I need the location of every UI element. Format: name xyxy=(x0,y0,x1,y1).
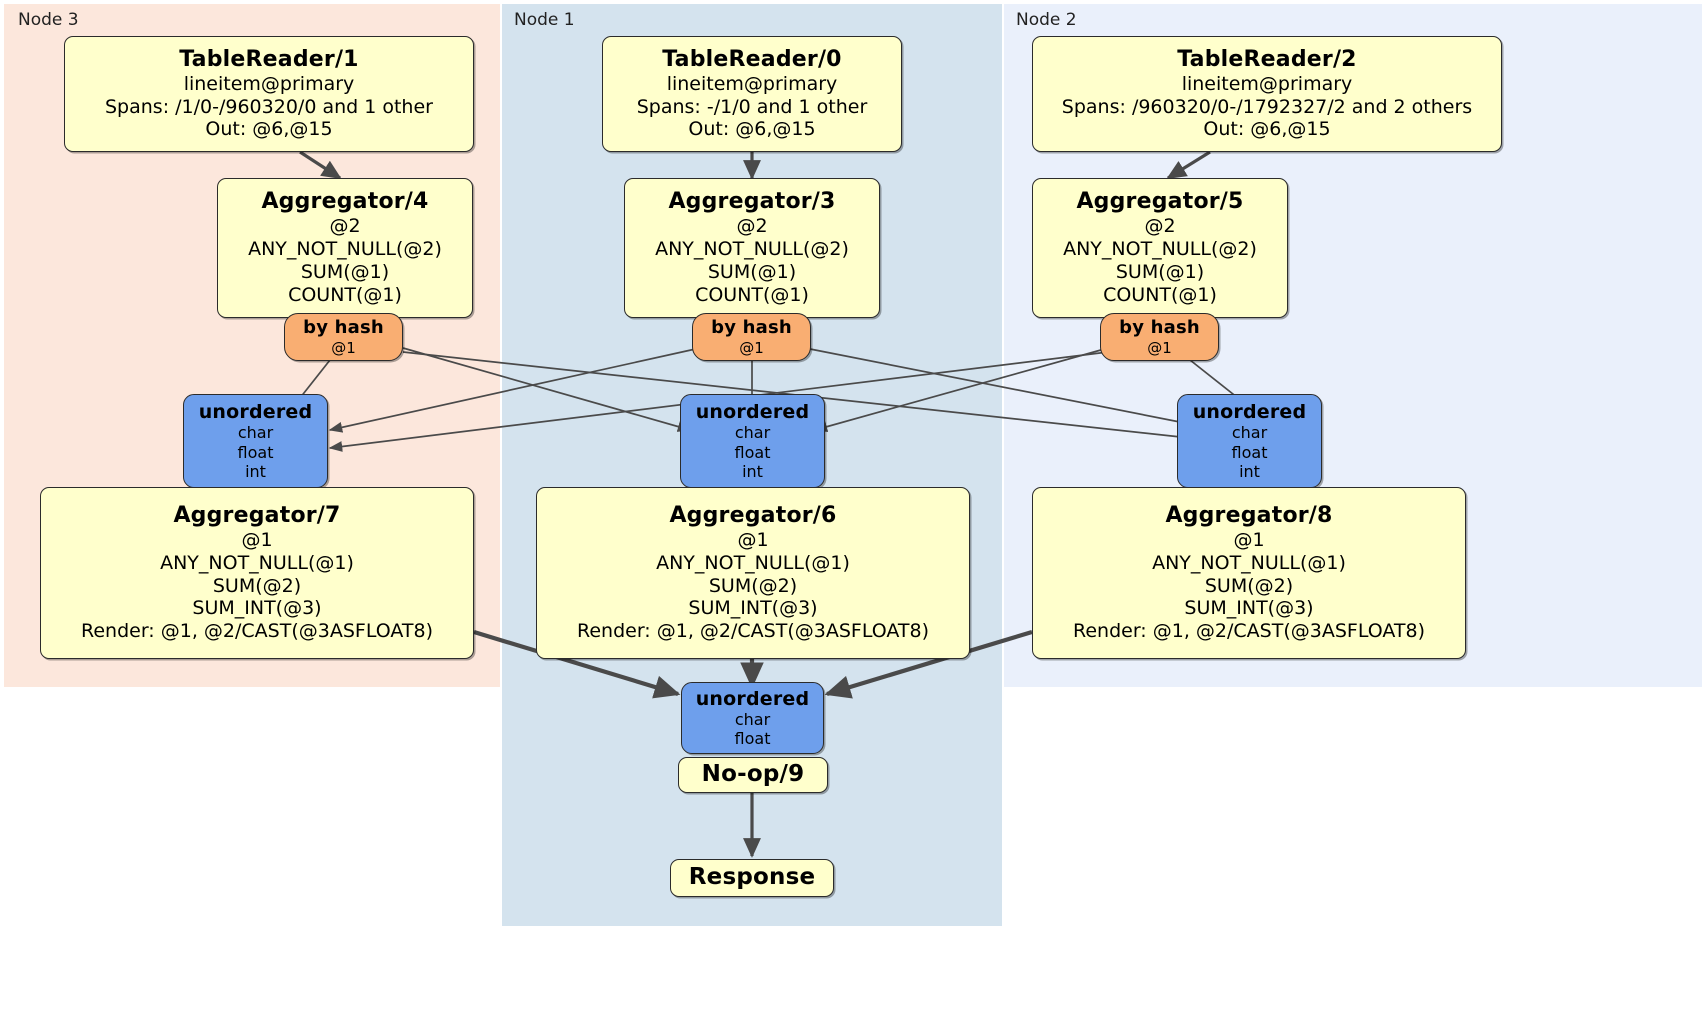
processor-line: SUM_INT(@3) xyxy=(192,597,322,620)
processor-line: @1 xyxy=(1233,528,1265,551)
node-group-label-node2: Node 2 xyxy=(1016,10,1077,30)
router-line: @1 xyxy=(739,338,764,357)
processor-aggregator-8[interactable]: Aggregator/8 @1 ANY_NOT_NULL(@1) SUM(@2)… xyxy=(1032,487,1466,659)
processor-title: Aggregator/3 xyxy=(668,189,836,215)
processor-table-reader-2[interactable]: TableReader/2 lineitem@primary Spans: /9… xyxy=(1032,36,1502,152)
processor-line: SUM(@1) xyxy=(707,260,797,283)
router-title: unordered xyxy=(695,687,810,710)
processor-line: COUNT(@1) xyxy=(695,283,809,306)
processor-line: @2 xyxy=(736,215,768,238)
processor-render-line: Render: @1, @2/CAST(@3ASFLOAT8) xyxy=(81,620,433,643)
processor-title: Aggregator/5 xyxy=(1076,189,1244,215)
router-title: unordered xyxy=(695,401,810,424)
processor-line: lineitem@primary xyxy=(183,72,355,95)
router-by-hash-left[interactable]: by hash @1 xyxy=(284,313,403,361)
processor-line: Spans: /960320/0-/1792327/2 and 2 others xyxy=(1061,95,1473,118)
processor-line: COUNT(@1) xyxy=(288,283,402,306)
router-line: @1 xyxy=(331,338,356,357)
router-line: char xyxy=(734,423,771,443)
processor-line: SUM_INT(@3) xyxy=(1184,597,1314,620)
router-by-hash-center[interactable]: by hash @1 xyxy=(692,313,811,361)
router-title: by hash xyxy=(711,317,792,339)
processor-title: Aggregator/4 xyxy=(261,189,429,215)
processor-title: No-op/9 xyxy=(701,761,805,788)
router-title: unordered xyxy=(198,401,313,424)
processor-title: TableReader/0 xyxy=(662,46,842,72)
router-by-hash-right[interactable]: by hash @1 xyxy=(1100,313,1219,361)
processor-line: Spans: -/1/0 and 1 other xyxy=(636,95,868,118)
processor-line: Out: @6,@15 xyxy=(688,118,816,141)
processor-title: Aggregator/6 xyxy=(669,503,837,529)
processor-title: Aggregator/7 xyxy=(173,503,341,529)
processor-line: SUM(@2) xyxy=(212,574,302,597)
router-unordered-center[interactable]: unordered char float int xyxy=(680,394,825,488)
processor-line: SUM(@1) xyxy=(1115,260,1205,283)
router-line: float xyxy=(1231,442,1268,462)
processor-line: COUNT(@1) xyxy=(1103,283,1217,306)
router-unordered-right[interactable]: unordered char float int xyxy=(1177,394,1322,488)
processor-line: @2 xyxy=(1144,215,1176,238)
router-line: float xyxy=(237,442,274,462)
router-line: int xyxy=(742,461,763,481)
router-line: int xyxy=(245,461,266,481)
processor-title: Response xyxy=(688,864,816,891)
processor-aggregator-6[interactable]: Aggregator/6 @1 ANY_NOT_NULL(@1) SUM(@2)… xyxy=(536,487,970,659)
processor-line: lineitem@primary xyxy=(666,72,838,95)
processor-table-reader-1[interactable]: TableReader/1 lineitem@primary Spans: /1… xyxy=(64,36,474,152)
processor-title: TableReader/1 xyxy=(179,46,359,72)
processor-line: @1 xyxy=(737,528,769,551)
processor-render-line: Render: @1, @2/CAST(@3ASFLOAT8) xyxy=(577,620,929,643)
processor-line: ANY_NOT_NULL(@2) xyxy=(248,238,442,261)
router-line: @1 xyxy=(1147,338,1172,357)
processor-render-line: Render: @1, @2/CAST(@3ASFLOAT8) xyxy=(1073,620,1425,643)
processor-line: ANY_NOT_NULL(@1) xyxy=(656,551,850,574)
router-unordered-left[interactable]: unordered char float int xyxy=(183,394,328,488)
processor-line: SUM(@2) xyxy=(708,574,798,597)
router-line: char xyxy=(237,423,274,443)
router-line: float xyxy=(734,729,771,749)
processor-line: ANY_NOT_NULL(@2) xyxy=(655,238,849,261)
processor-line: SUM_INT(@3) xyxy=(688,597,818,620)
router-title: unordered xyxy=(1192,401,1307,424)
processor-line: ANY_NOT_NULL(@1) xyxy=(1152,551,1346,574)
processor-line: Out: @6,@15 xyxy=(1203,118,1331,141)
router-line: char xyxy=(1231,423,1268,443)
processor-line: ANY_NOT_NULL(@1) xyxy=(160,551,354,574)
processor-line: SUM(@2) xyxy=(1204,574,1294,597)
processor-aggregator-7[interactable]: Aggregator/7 @1 ANY_NOT_NULL(@1) SUM(@2)… xyxy=(40,487,474,659)
processor-line: @2 xyxy=(329,215,361,238)
processor-table-reader-0[interactable]: TableReader/0 lineitem@primary Spans: -/… xyxy=(602,36,902,152)
processor-title: Aggregator/8 xyxy=(1165,503,1333,529)
processor-line: lineitem@primary xyxy=(1181,72,1353,95)
router-line: int xyxy=(1239,461,1260,481)
processor-noop-9[interactable]: No-op/9 xyxy=(678,757,828,793)
processor-title: TableReader/2 xyxy=(1177,46,1357,72)
processor-line: @1 xyxy=(241,528,273,551)
processor-line: Out: @6,@15 xyxy=(205,118,333,141)
router-title: by hash xyxy=(1119,317,1200,339)
router-unordered-final[interactable]: unordered char float xyxy=(681,682,824,754)
processor-line: Spans: /1/0-/960320/0 and 1 other xyxy=(105,95,433,118)
router-title: by hash xyxy=(303,317,384,339)
processor-aggregator-5[interactable]: Aggregator/5 @2 ANY_NOT_NULL(@2) SUM(@1)… xyxy=(1032,178,1288,318)
processor-aggregator-3[interactable]: Aggregator/3 @2 ANY_NOT_NULL(@2) SUM(@1)… xyxy=(624,178,880,318)
node-group-label-node3: Node 3 xyxy=(18,10,79,30)
router-line: char xyxy=(734,710,771,730)
processor-line: ANY_NOT_NULL(@2) xyxy=(1063,238,1257,261)
router-line: float xyxy=(734,442,771,462)
processor-aggregator-4[interactable]: Aggregator/4 @2 ANY_NOT_NULL(@2) SUM(@1)… xyxy=(217,178,473,318)
processor-response[interactable]: Response xyxy=(670,859,834,897)
node-group-label-node1: Node 1 xyxy=(514,10,575,30)
processor-line: SUM(@1) xyxy=(300,260,390,283)
